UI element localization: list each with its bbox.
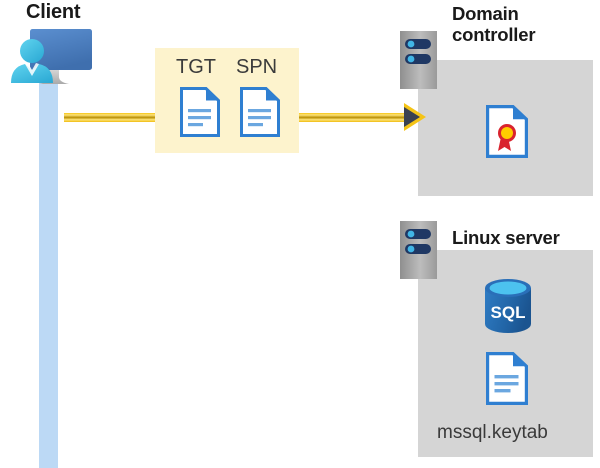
tgt-label: TGT [176,56,216,78]
sql-database-icon: SQL [482,278,534,334]
certificate-document-icon [486,105,528,158]
message-arrow-segment-left [64,113,169,122]
spn-document-icon [240,87,280,137]
keytab-document-icon [486,352,528,405]
client-label: Client [26,1,81,23]
linux-server-label: Linux server [452,227,560,248]
user-computer-icon [8,25,98,90]
linux-server-icon [400,221,437,279]
domain-controller-label: Domain controller [452,3,536,45]
message-arrow-head-icon [404,107,420,127]
spn-label: SPN [236,56,278,78]
keytab-file-label: mssql.keytab [437,422,548,443]
client-lifeline [39,74,58,468]
domain-controller-server-icon [400,31,437,89]
sql-icon-text: SQL [491,303,526,322]
tgt-document-icon [180,87,220,137]
message-arrow-segment-right [285,113,410,122]
